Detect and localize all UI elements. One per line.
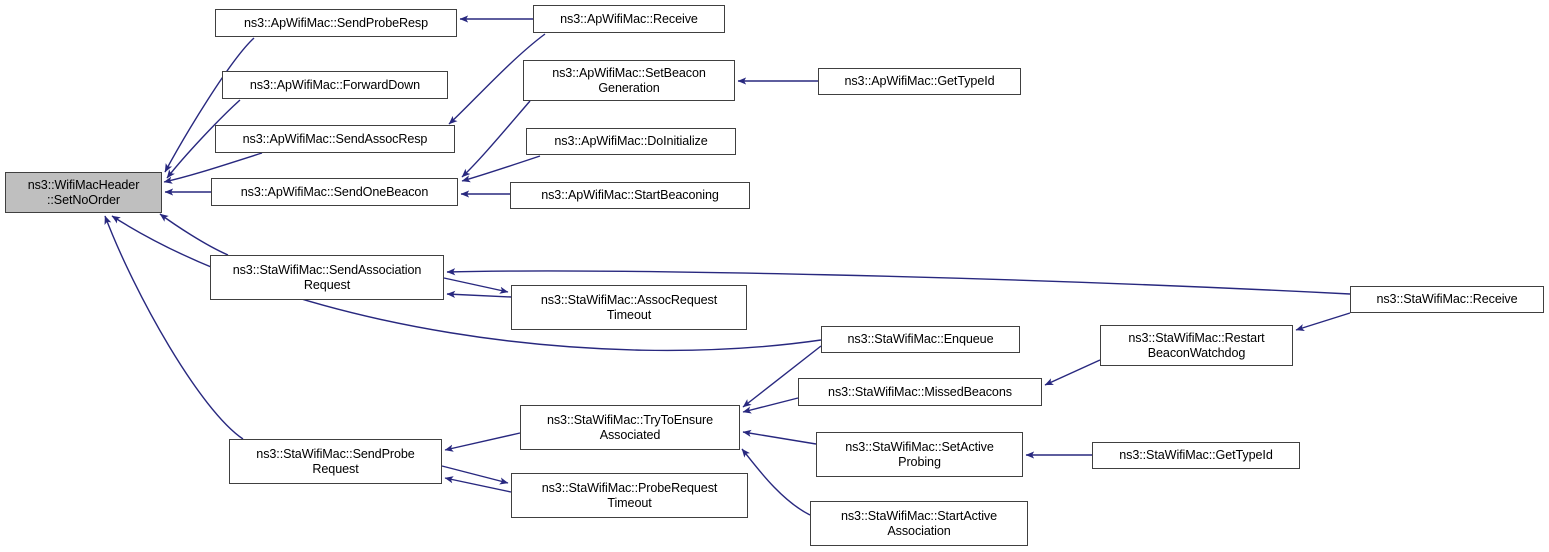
node-label: ns3::ApWifiMac::SendAssocResp — [242, 131, 428, 146]
node-label: ns3::StaWifiMac::Receive — [1376, 292, 1518, 306]
node-label: ns3::ApWifiMac::StartBeaconing — [541, 188, 719, 202]
node-label: ns3::StaWifiMac::GetTypeId — [1119, 448, 1273, 462]
node-label: ns3::ApWifiMac::SendProbeResp — [244, 15, 428, 30]
edge-sendprobereq-to-probereqtimeout — [441, 465, 509, 485]
node-label: ns3::ApWifiMac::GetTypeId — [844, 74, 995, 88]
edge-setbeacongen-to-sendonebeacon — [461, 100, 531, 178]
node-root[interactable]: ns3::WifiMacHeader ::SetNoOrder — [5, 172, 162, 213]
node-label: ns3::StaWifiMac::ProbeRequest Timeout — [541, 480, 718, 510]
node-label: ns3::StaWifiMac::Restart BeaconWatchdog — [1128, 330, 1265, 360]
node-label: ns3::ApWifiMac::Receive — [560, 11, 698, 26]
node-stagettypeid[interactable]: ns3::StaWifiMac::GetTypeId — [1092, 442, 1300, 469]
node-startbeaconing[interactable]: ns3::ApWifiMac::StartBeaconing — [510, 182, 750, 209]
node-apdoinitialize[interactable]: ns3::ApWifiMac::DoInitialize — [526, 128, 736, 155]
node-label: ns3::StaWifiMac::TryToEnsure Associated — [546, 412, 714, 442]
node-sendonebeacon[interactable]: ns3::ApWifiMac::SendOneBeacon — [211, 178, 458, 206]
node-label: ns3::ApWifiMac::DoInitialize — [554, 134, 708, 148]
node-label: ns3::StaWifiMac::StartActive Association — [840, 508, 998, 538]
edge-missedbeacons-to-trytoensure — [742, 397, 799, 414]
node-restartwatchdog[interactable]: ns3::StaWifiMac::Restart BeaconWatchdog — [1100, 325, 1293, 366]
node-apgettypeid[interactable]: ns3::ApWifiMac::GetTypeId — [818, 68, 1021, 95]
edge-probereqtimeout-to-sendprobereq — [444, 476, 512, 493]
node-sendassocresp[interactable]: ns3::ApWifiMac::SendAssocResp — [215, 125, 455, 153]
node-enqueue[interactable]: ns3::StaWifiMac::Enqueue — [821, 326, 1020, 353]
node-setbeacongen[interactable]: ns3::ApWifiMac::SetBeacon Generation — [523, 60, 735, 101]
edge-setactiveprob-to-trytoensure — [742, 429, 817, 445]
node-label: ns3::StaWifiMac::SetActive Probing — [845, 439, 994, 469]
node-label: ns3::ApWifiMac::ForwardDown — [249, 77, 421, 92]
node-label: ns3::StaWifiMac::SendProbe Request — [256, 446, 415, 476]
node-label: ns3::ApWifiMac::SendOneBeacon — [240, 184, 429, 199]
node-sendproberesp[interactable]: ns3::ApWifiMac::SendProbeResp — [215, 9, 457, 37]
node-startactiveassoc[interactable]: ns3::StaWifiMac::StartActive Association — [810, 501, 1028, 546]
node-stareceive[interactable]: ns3::StaWifiMac::Receive — [1350, 286, 1544, 313]
node-assocreqtimeout[interactable]: ns3::StaWifiMac::AssocRequest Timeout — [511, 285, 747, 330]
node-sendassocreq[interactable]: ns3::StaWifiMac::SendAssociation Request — [210, 255, 444, 300]
node-setactiveprob[interactable]: ns3::StaWifiMac::SetActive Probing — [816, 432, 1023, 477]
edge-trytoensure-to-sendprobereq — [444, 432, 521, 452]
node-label: ns3::ApWifiMac::SetBeacon Generation — [552, 65, 706, 95]
edge-sendassocreq-to-assocreqtimeout — [443, 277, 509, 294]
node-sendprobereq[interactable]: ns3::StaWifiMac::SendProbe Request — [229, 439, 442, 484]
edge-apdoinitialize-to-sendonebeacon — [461, 155, 541, 183]
edge-restartwatchdog-to-missedbeacons — [1044, 359, 1101, 386]
node-apreceive[interactable]: ns3::ApWifiMac::Receive — [533, 5, 725, 33]
node-forwarddown[interactable]: ns3::ApWifiMac::ForwardDown — [222, 71, 448, 99]
node-label: ns3::StaWifiMac::SendAssociation Request — [232, 262, 422, 292]
edge-sendprobereq-to-root — [104, 215, 244, 440]
edge-stareceive-to-restartwatchdog — [1295, 312, 1351, 331]
node-label: ns3::StaWifiMac::MissedBeacons — [828, 384, 1012, 399]
node-trytoensure[interactable]: ns3::StaWifiMac::TryToEnsure Associated — [520, 405, 740, 450]
edge-sendassocreq-to-root — [159, 213, 229, 256]
node-label: ns3::WifiMacHeader ::SetNoOrder — [27, 177, 140, 207]
edge-assocreqtimeout-to-sendassocreq — [446, 290, 512, 298]
edge-startactiveassoc-to-trytoensure — [741, 448, 811, 516]
node-probereqtimeout[interactable]: ns3::StaWifiMac::ProbeRequest Timeout — [511, 473, 748, 518]
node-label: ns3::StaWifiMac::Enqueue — [847, 332, 994, 346]
node-missedbeacons[interactable]: ns3::StaWifiMac::MissedBeacons — [798, 378, 1042, 406]
node-label: ns3::StaWifiMac::AssocRequest Timeout — [540, 292, 718, 322]
